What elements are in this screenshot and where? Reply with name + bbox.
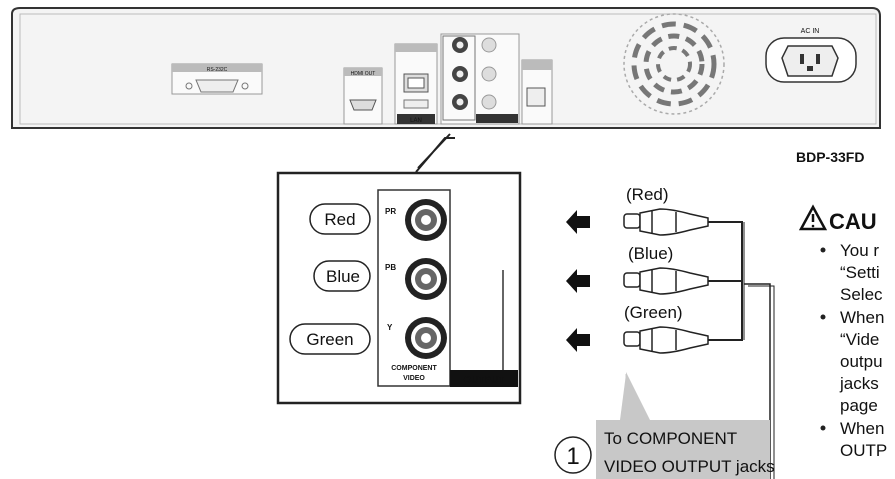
model-name: BDP-33FD [796, 149, 864, 165]
callout-line-1: To COMPONENT [604, 429, 737, 448]
blue-label-pill [313, 260, 371, 292]
y-jack: Y [387, 317, 447, 359]
arrow-left-red [566, 210, 590, 234]
digital-out-port [521, 59, 553, 125]
green-label: Green [306, 330, 353, 349]
arrow-left-blue [566, 269, 590, 293]
caution-title: CAU [829, 209, 877, 234]
caution-b3-l1: When [840, 419, 884, 438]
pb-mark: PB [385, 263, 396, 272]
caution-b1-l3: Selec [840, 285, 883, 304]
hdmi-out-port: HDMI OUT [343, 67, 383, 125]
step-number: 1 [566, 443, 579, 470]
green-label-pill [289, 323, 371, 355]
lan-caption: LAN [410, 118, 422, 124]
caution-b2-l4: jacks [839, 374, 879, 393]
arrow-left-green [566, 328, 590, 352]
cable-blue-label: (Blue) [628, 244, 673, 263]
ac-in-label: AC IN [801, 28, 820, 35]
zoom-panel: OUTPUT COMPONENT VIDEO PR PB Y [276, 171, 522, 405]
hdmi-out-label: HDMI OUT [351, 71, 376, 77]
cable-wire-out [744, 283, 771, 479]
cable-green-label: (Green) [624, 303, 683, 322]
blue-plug [623, 267, 709, 295]
pr-jack: PR [385, 199, 447, 241]
caution-b2-l2: “Vide [840, 330, 879, 349]
lan-port: LAN [394, 43, 438, 125]
y-mark: Y [387, 323, 393, 332]
zoom-pointer [415, 133, 455, 173]
cooling-fan [623, 13, 725, 115]
caution-b2-l5: page [840, 396, 878, 415]
zoom-component-caption-1: COMPONENT [391, 365, 437, 372]
red-label-pill [309, 203, 371, 235]
zoom-output-caption: OUTPUT [463, 375, 504, 386]
pr-mark: PR [385, 207, 396, 216]
zoom-component-caption-2: VIDEO [403, 375, 425, 382]
rs232c-port: RS-232C [171, 63, 263, 95]
red-label: Red [324, 210, 355, 229]
callout-line-2: VIDEO OUTPUT jacks [604, 457, 775, 476]
step-number-circle [554, 436, 592, 474]
pb-jack: PB [385, 258, 447, 300]
blue-label: Blue [326, 267, 360, 286]
rear-panel: RS-232C HDMI OUT LAN [11, 7, 881, 129]
callout-box [596, 372, 770, 479]
cable-red-label: (Red) [626, 185, 669, 204]
red-plug [623, 208, 709, 236]
ac-inlet: AC IN [765, 28, 857, 83]
component-output-block [440, 33, 520, 125]
rs232c-label: RS-232C [207, 67, 228, 73]
green-plug [623, 326, 709, 354]
caution-b1-l2: “Setti [840, 263, 880, 282]
caution-section: CAU You r “Setti Selec When “Vide outpu … [798, 204, 887, 460]
caution-b2-l3: outpu [840, 352, 883, 371]
caution-b1-l1: You r [840, 241, 879, 260]
caution-b3-l2: OUTP [840, 441, 887, 460]
caution-b2-l1: When [840, 308, 884, 327]
